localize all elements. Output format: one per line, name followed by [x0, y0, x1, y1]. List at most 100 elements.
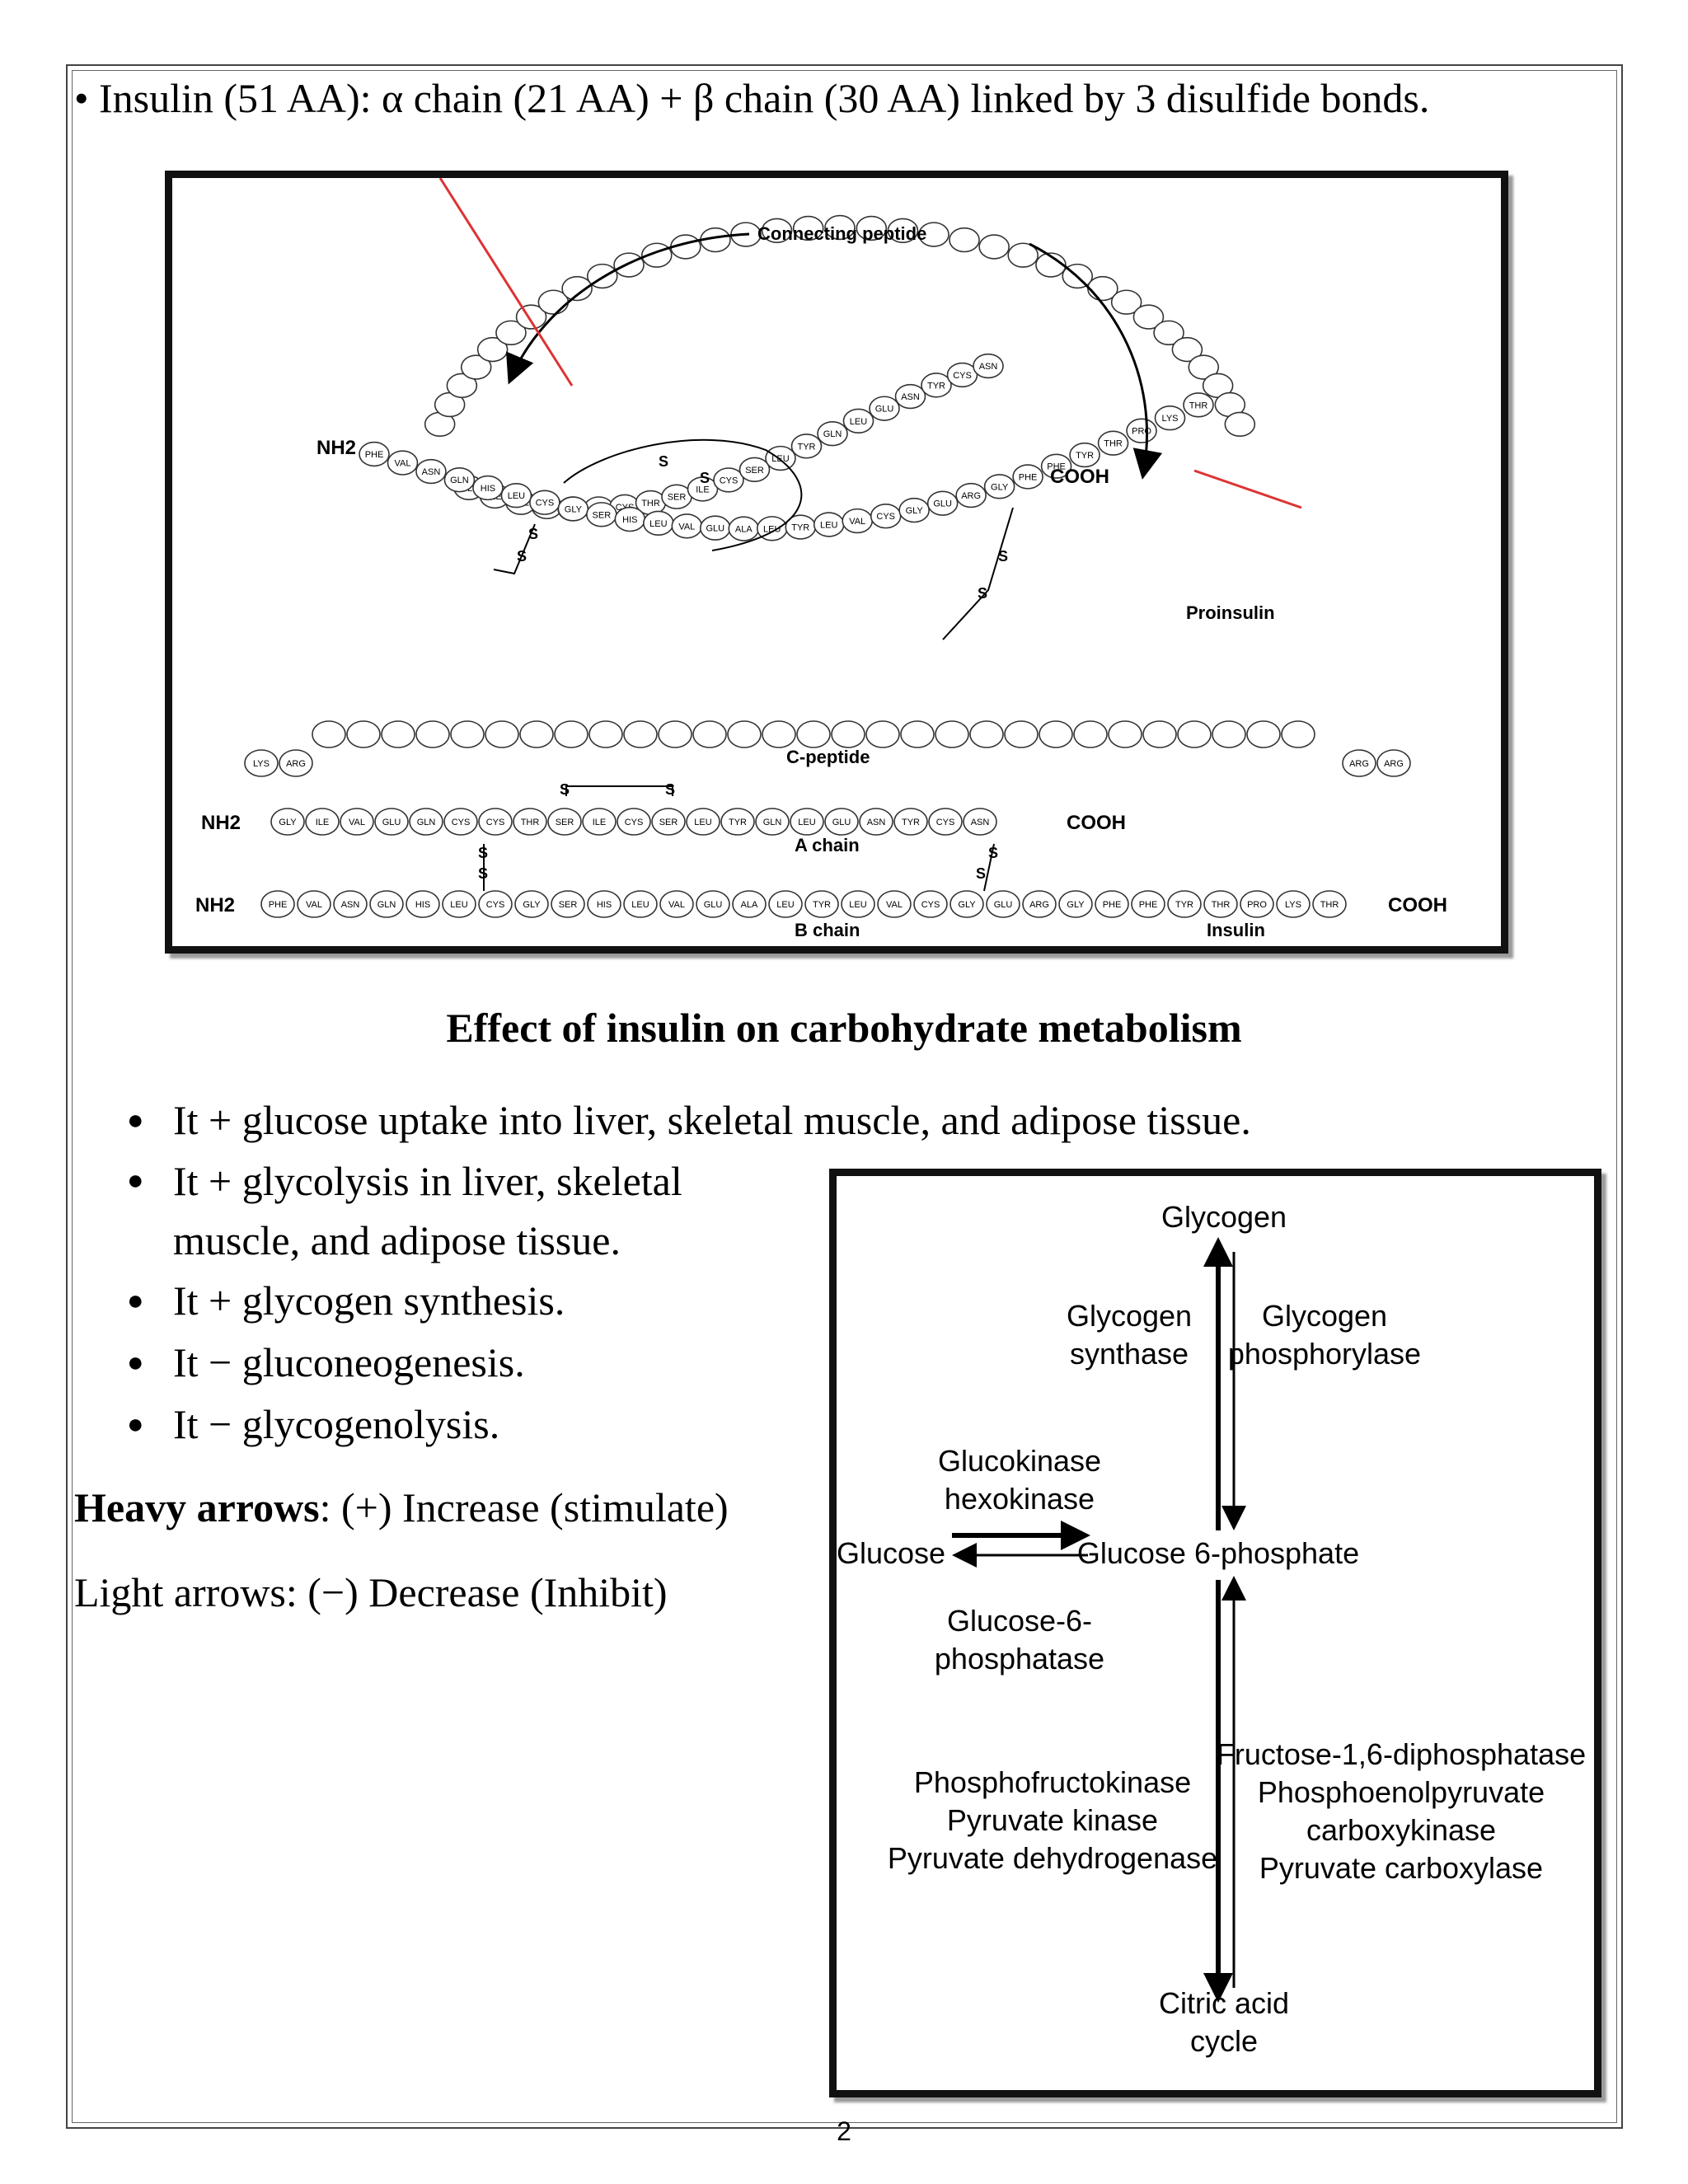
- c-peptide-residue: [1039, 720, 1073, 748]
- c-peptide-residue: [900, 720, 935, 748]
- connecting-peptide-residue: [460, 354, 492, 380]
- b-chain-residue-label: THR: [1212, 900, 1231, 910]
- proinsulin-b-residue-label: VAL: [394, 459, 410, 469]
- b-chain-residue-label: GLY: [1067, 900, 1085, 910]
- a-chain-residue-label: TYR: [729, 818, 747, 827]
- proinsulin-b-residue: [500, 482, 532, 509]
- pdh-label: Pyruvate dehydrogenase: [888, 1841, 1217, 1875]
- a-chain-residue: [582, 808, 617, 836]
- proinsulin-b-residue-label: PHE: [365, 450, 384, 460]
- connecting-peptide-residue: [949, 227, 980, 253]
- connecting-peptide-residue: [495, 320, 527, 345]
- a-chain-residue: [270, 808, 305, 836]
- glycogen-synthase-line2: synthase: [1070, 1337, 1189, 1371]
- g6pase-line2: phosphatase: [935, 1642, 1104, 1675]
- connecting-peptide-residue: [1153, 320, 1184, 345]
- c-peptide-residue: [415, 720, 450, 748]
- c-peptide-residue: [1246, 720, 1281, 748]
- proinsulin-a-residue: [713, 467, 744, 493]
- connecting-peptide-residue: [761, 218, 793, 243]
- bullet-glycogen-synthesis: It + glycogen synthesis.: [115, 1270, 1251, 1332]
- proinsulin-b-residue-label: GLU: [706, 524, 724, 534]
- c-peptide-residue: [762, 720, 796, 748]
- proinsulin-b-residue: [1040, 453, 1072, 479]
- c-peptide-residue: [623, 720, 658, 748]
- proinsulin-b-residue: [529, 490, 560, 515]
- proinsulin-b-residue-label: VAL: [849, 517, 865, 527]
- proinsulin-b-residue: [1012, 464, 1043, 490]
- a-chain-residue-label: GLN: [417, 818, 436, 827]
- b-chain-residue-label: VAL: [668, 900, 685, 910]
- a-chain-residue: [755, 808, 790, 836]
- connecting-peptide-residue: [476, 336, 509, 363]
- c-peptide-residue: [935, 720, 969, 748]
- b-chain-residue-label: GLU: [704, 900, 723, 910]
- proinsulin-b-residue-label: ARG: [961, 491, 981, 501]
- c-peptide-residue: [692, 720, 727, 748]
- page-number: 2: [837, 2116, 851, 2146]
- b-chain-residue-label: LYS: [1285, 900, 1301, 910]
- bullet-glucose-uptake: It + glucose uptake into liver, skeletal…: [115, 1090, 1251, 1151]
- page-border-outer: [66, 64, 1623, 2129]
- proinsulin-b-residue-label: PHE: [1047, 462, 1066, 472]
- proinsulin-b-residue-label: GLY: [906, 506, 924, 516]
- glycogen-phosphorylase-line2: phosphorylase: [1228, 1337, 1421, 1371]
- proinsulin-b-residue-label: GLY: [991, 482, 1009, 492]
- proinsulin-b-residue: [415, 458, 447, 485]
- proinsulin-a-residue-label: GLU: [875, 405, 894, 415]
- b-chain-residue: [659, 890, 694, 918]
- s-proinsulin-1: S: [659, 453, 668, 470]
- a-chain-residue-label: VAL: [349, 818, 365, 827]
- connecting-peptide-residue: [1188, 354, 1220, 380]
- proinsulin-a-residue: [921, 373, 952, 398]
- glucose-label: Glucose: [837, 1536, 945, 1570]
- legend-heavy-arrows: Heavy arrows: (+) Increase (stimulate): [74, 1484, 729, 1530]
- c-peptide-residue: [1281, 720, 1315, 748]
- b-chain-residue: [841, 890, 875, 918]
- disulfide-link-a-b-proinsulin: [942, 507, 1014, 640]
- b-chain-residue: [804, 890, 839, 918]
- disulfide-link-left-proinsulin: [493, 523, 536, 575]
- connecting-peptide-residue: [446, 373, 478, 399]
- fbpase-label: Fructose-1,6-diphosphatase: [1217, 1737, 1586, 1771]
- proinsulin-a-residue-label: CYS: [953, 371, 972, 381]
- proinsulin-a-residue: [817, 420, 848, 447]
- c-peptide-residue: [831, 720, 865, 748]
- b-chain-residue-label: ASN: [341, 900, 360, 910]
- a-chain-residue: [928, 808, 963, 836]
- c-peptide-residue: [1108, 720, 1142, 748]
- proinsulin-b-residue-label: HIS: [622, 515, 637, 525]
- a-chain-residue-label: GLU: [382, 818, 401, 827]
- c-peptide-residue: [658, 720, 692, 748]
- b-chain-residue-label: LEU: [631, 900, 649, 910]
- a-chain-residue: [443, 808, 478, 836]
- intro-line: • Insulin (51 AA): α chain (21 AA) + β c…: [74, 75, 1430, 121]
- cooh-b-chain: COOH: [1388, 894, 1447, 916]
- proinsulin-b-residue: [387, 450, 419, 476]
- c-peptide-residue: [1177, 720, 1212, 748]
- a-chain-residue-label: CYS: [486, 818, 505, 827]
- connecting-peptide-residue: [1171, 336, 1203, 363]
- a-chain-residue: [617, 808, 651, 836]
- connecting-peptide-residue: [856, 215, 888, 241]
- proinsulin-b-residue: [1183, 392, 1214, 418]
- connecting-peptide-residue: [1035, 252, 1067, 278]
- b-chain-residue-label: GLY: [523, 900, 541, 910]
- nh2-proinsulin: NH2: [316, 437, 356, 459]
- b-chain-residue: [1058, 890, 1093, 918]
- pathway-figure: Glycogen Glycogen synthase Glycogen phos…: [829, 1169, 1601, 2097]
- pyruvate-carboxylase-label: Pyruvate carboxylase: [1259, 1851, 1543, 1885]
- proinsulin-b-residue-label: LYS: [1162, 414, 1179, 424]
- proinsulin-b-residue: [1154, 405, 1186, 431]
- b-chain-residue-label: LEU: [450, 900, 467, 910]
- a-chain-residue-label: ASN: [867, 818, 886, 827]
- c-peptide-cleavage-residue-label: ARG: [1384, 759, 1404, 769]
- a-chain-residue-label: ILE: [593, 818, 607, 827]
- cooh-a-chain: COOH: [1067, 812, 1126, 834]
- b-chain-residue: [369, 890, 404, 918]
- b-chain-residue: [297, 890, 331, 918]
- connecting-peptide-residue: [918, 222, 950, 247]
- connecting-arrow-left: [506, 232, 750, 385]
- pepck-line1: Phosphoenolpyruvate: [1258, 1775, 1545, 1809]
